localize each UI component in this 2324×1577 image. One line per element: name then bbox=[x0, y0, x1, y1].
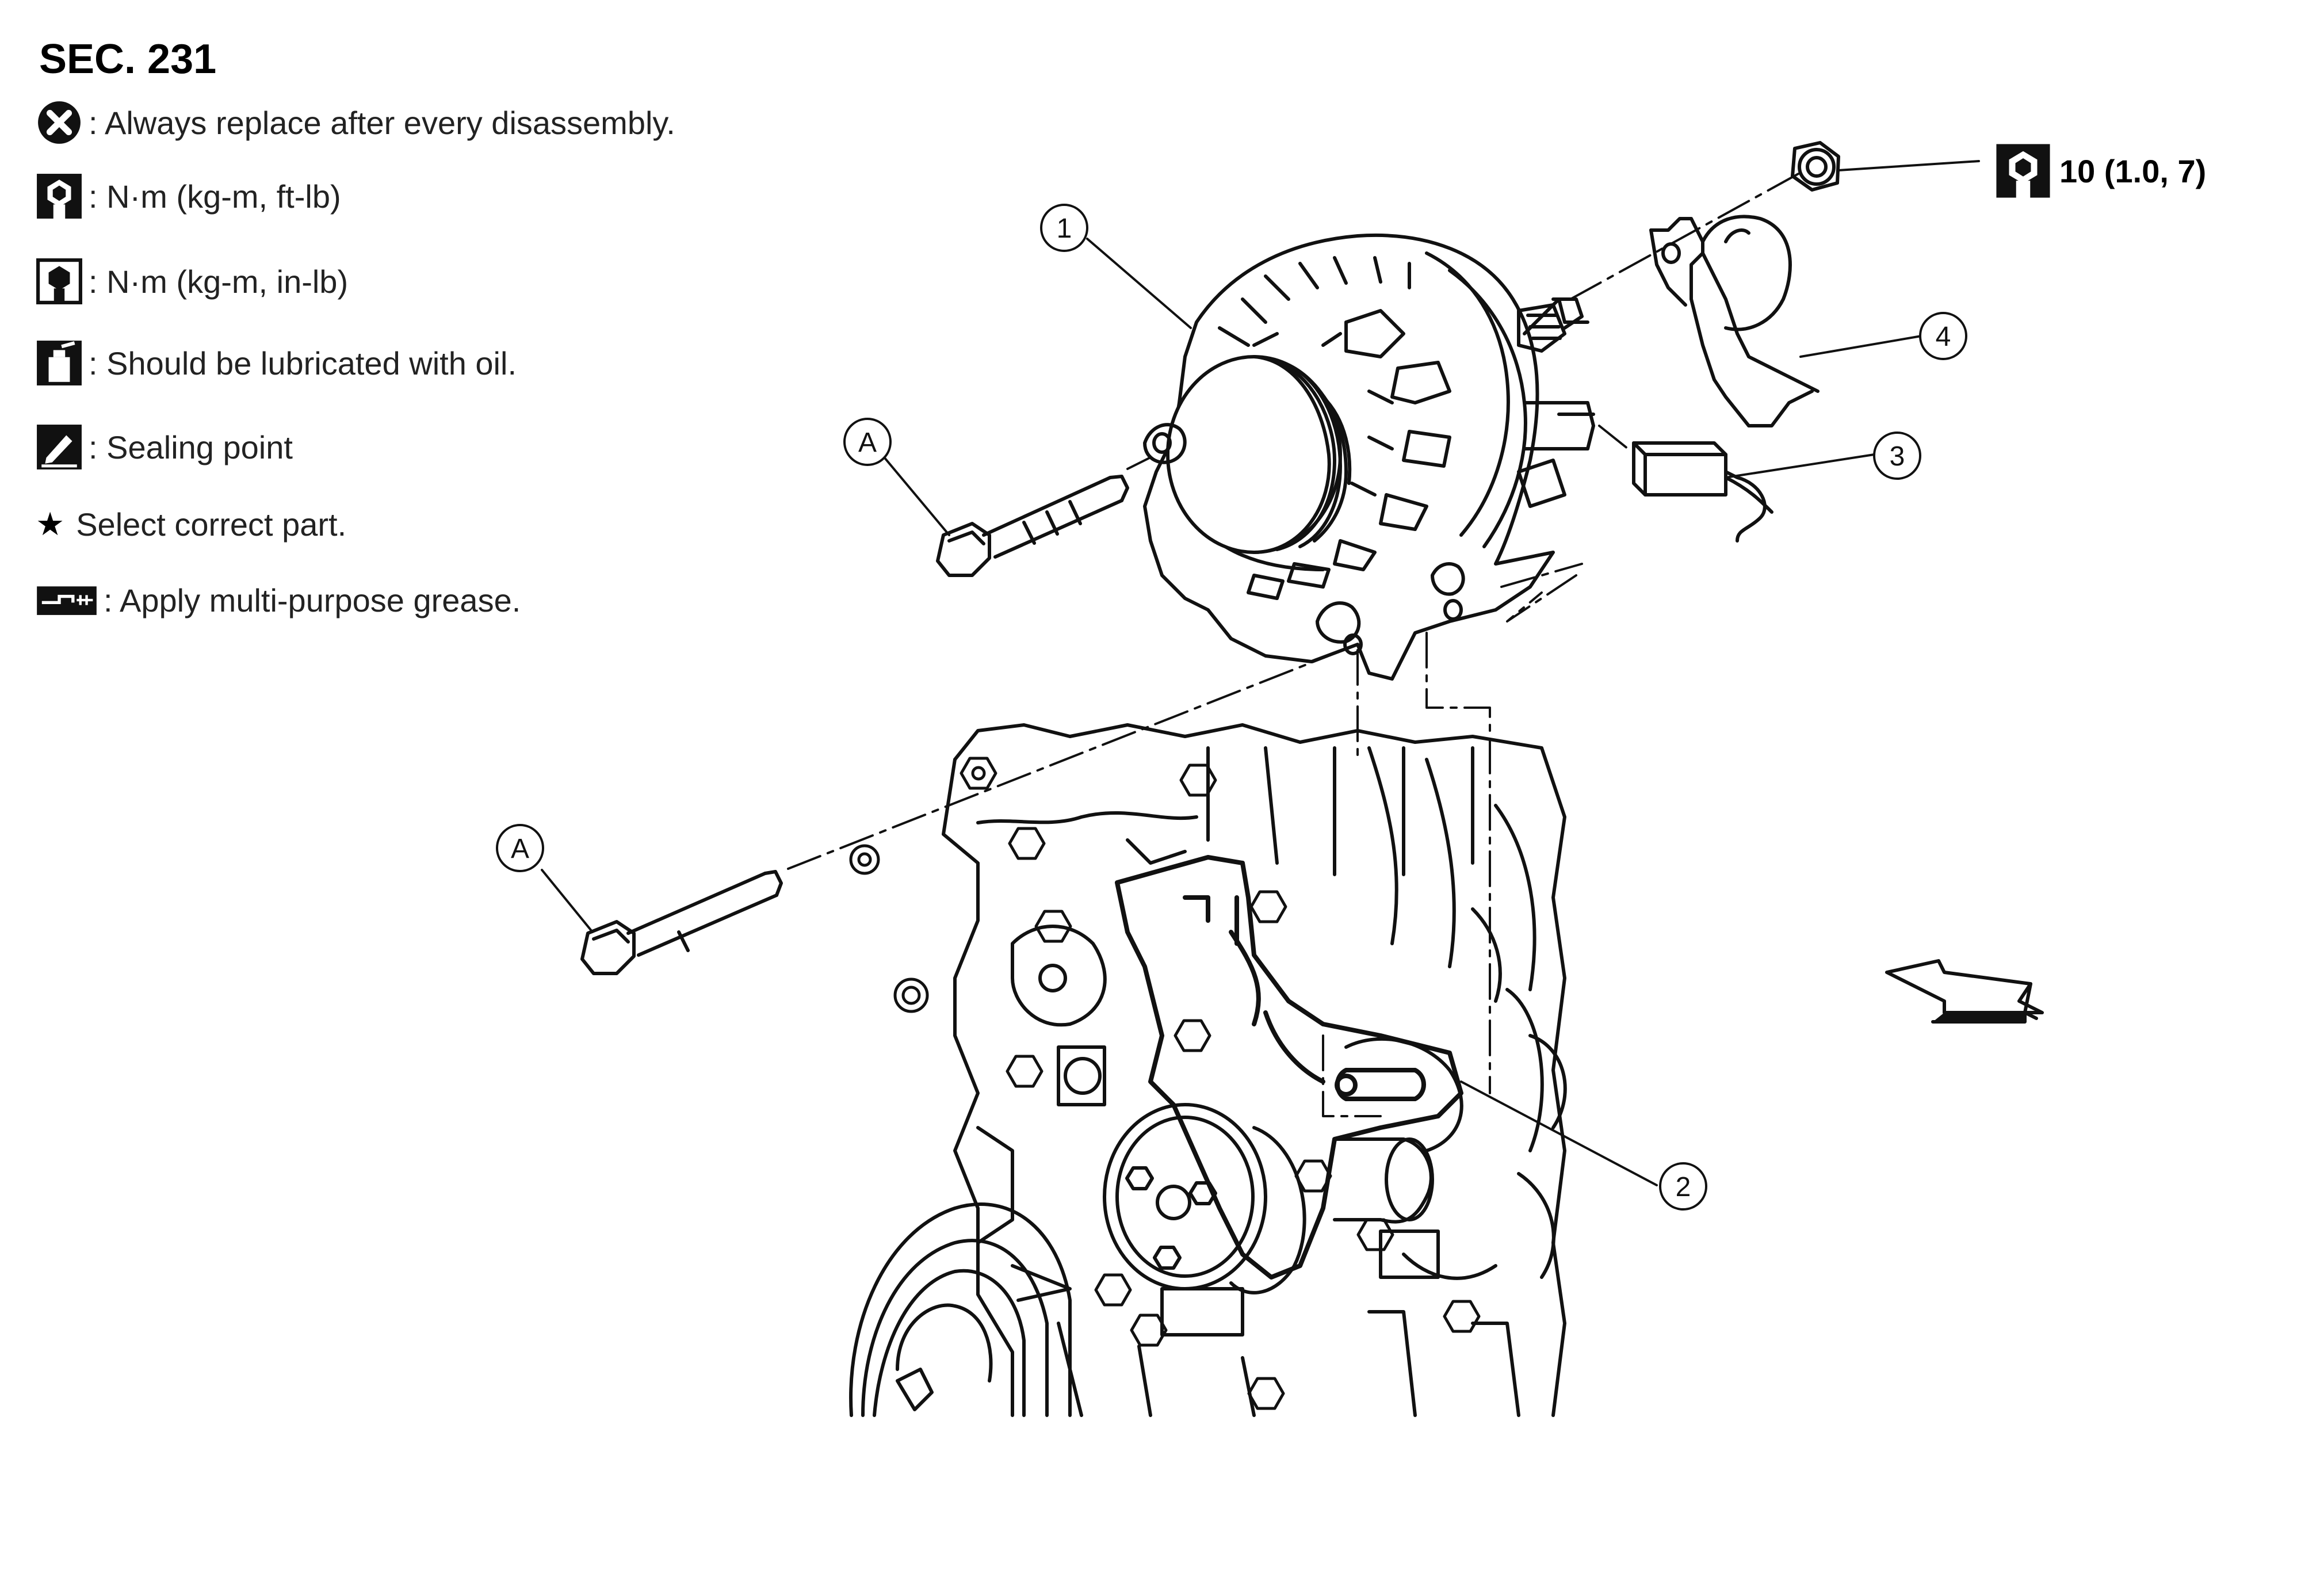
legend-torque-inlb: : N·m (kg-m, in-lb) bbox=[36, 258, 348, 305]
terminal-cover bbox=[1649, 215, 1820, 427]
alignment-lines bbox=[787, 171, 1802, 1117]
callout-circle-2 bbox=[1659, 1162, 1707, 1211]
alternator bbox=[1143, 234, 1595, 681]
water-outlet-end bbox=[1385, 1137, 1434, 1221]
legend-text: : N·m (kg-m, ft-lb) bbox=[89, 178, 341, 215]
replace-part-icon bbox=[38, 101, 81, 144]
leader-lines bbox=[541, 160, 1980, 1186]
legend-replace: : Always replace after every disassembly… bbox=[36, 99, 675, 146]
water-outlet bbox=[1333, 1137, 1433, 1224]
sealing-point-icon bbox=[37, 425, 82, 469]
callout-circle-3 bbox=[1873, 432, 1921, 480]
torque-spec: 10 (1.0, 7) bbox=[1995, 143, 2206, 199]
section-title: SEC. 231 bbox=[39, 36, 217, 82]
torque-wrench-icon bbox=[1996, 144, 2050, 199]
oil-can-icon bbox=[37, 341, 82, 385]
callout-circle-a-lower bbox=[496, 824, 544, 872]
harness-connector bbox=[1632, 441, 1773, 543]
legend-text: Select correct part. bbox=[76, 506, 347, 543]
crank-pulley bbox=[849, 1202, 1072, 1417]
callout-label-a-lower: A bbox=[511, 834, 529, 864]
callout-label-2: 2 bbox=[1676, 1172, 1691, 1202]
torque-value: 10 (1.0, 7) bbox=[2059, 152, 2207, 189]
torque-wrench-small-icon bbox=[36, 258, 82, 304]
callout-label-3: 3 bbox=[1890, 441, 1905, 472]
star-icon: ★ bbox=[36, 506, 65, 542]
grease-icon bbox=[37, 586, 97, 615]
water-pump-pulley bbox=[1103, 1103, 1306, 1295]
legend-torque-ftlb: : N·m (kg-m, ft-lb) bbox=[36, 173, 341, 220]
legend-text: : N·m (kg-m, in-lb) bbox=[89, 263, 349, 300]
legend-oil: : Should be lubricated with oil. bbox=[36, 339, 517, 387]
front-direction-arrow bbox=[1885, 959, 2044, 1024]
bolt-a-lower bbox=[580, 870, 783, 975]
legend-sealing: : Sealing point bbox=[36, 423, 293, 471]
callout-circle-4 bbox=[1919, 312, 1967, 360]
legend-text: : Should be lubricated with oil. bbox=[89, 345, 517, 381]
callout-circles bbox=[496, 204, 1967, 1211]
callout-circle-a-upper bbox=[843, 418, 892, 466]
alternator-bracket bbox=[1115, 855, 1463, 1280]
terminal-nut bbox=[1791, 141, 1840, 192]
callout-circle-1 bbox=[1040, 204, 1088, 252]
legend-text: : Always replace after every disassembly… bbox=[89, 104, 675, 141]
bolt-a-upper bbox=[936, 475, 1129, 577]
legend-text: : Sealing point bbox=[89, 429, 293, 465]
callout-label-4: 4 bbox=[1936, 322, 1951, 352]
legend-grease: : Apply multi-purpose grease. bbox=[36, 581, 521, 619]
legend-select: ★ Select correct part. bbox=[36, 505, 346, 543]
legend-text: : Apply multi-purpose grease. bbox=[104, 582, 521, 618]
callout-label-a-upper: A bbox=[858, 427, 877, 458]
torque-wrench-icon bbox=[37, 174, 82, 220]
engine-block bbox=[942, 723, 1567, 1417]
callout-label-1: 1 bbox=[1057, 213, 1072, 244]
